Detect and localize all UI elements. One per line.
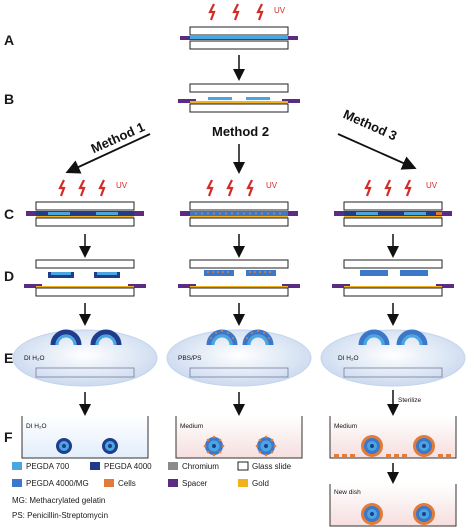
lightning-icon [98,179,106,197]
lightning-icon [364,179,372,197]
legend-swatch-pegda-4000-mg [12,479,22,487]
abbreviation-mg: MG: Methacrylated gelatin [12,496,105,505]
step-label-b: B [4,91,14,107]
legend-label-gold: Gold [252,479,269,488]
lightning-icon [58,179,66,197]
method-3-arrow [337,133,417,170]
assembly-a [180,26,298,50]
step-label-f: F [4,429,13,445]
solution-label-e1: DI H₂O [24,355,45,362]
lightning-icon [78,179,86,197]
legend-swatch-spacer [168,479,178,487]
legend-swatch-pegda-4000 [90,462,100,470]
sterilize-label: Sterilize [398,397,422,404]
assembly-c3 [334,201,452,227]
legend-swatch-chromium [168,462,178,470]
legend-label-pegda-4000-mg: PEGDA 4000/MG [26,479,89,488]
legend-label-pegda-700: PEGDA 700 [26,462,70,471]
lightning-icon [206,179,214,197]
lightning-icon [384,179,392,197]
assembly-d3 [332,259,454,297]
new-dish-label: New dish [334,489,361,496]
lightning-icon [226,179,234,197]
uv-lightning-group-a: UV [208,3,286,21]
legend-label-chromium: Chromium [182,462,219,471]
assembly-c2 [180,201,298,227]
assembly-d1 [24,259,146,297]
uv-label: UV [116,181,128,190]
uv-lightning-group-c2: UV [206,179,278,197]
uv-label: UV [266,181,278,190]
legend-swatch-pegda-700 [12,462,22,470]
lightning-icon [256,3,264,21]
legend-label-glass-slide: Glass slide [252,462,292,471]
bath-e2: PBS/PS [166,329,312,387]
step-label-e: E [4,350,13,366]
uv-lightning-group-c1: UV [58,179,128,197]
legend-swatch-cells [104,479,114,487]
step-label-a: A [4,32,14,48]
bath-e3: DI H₂O [320,329,466,387]
legend-swatch-glass-slide [237,461,249,471]
lightning-icon [208,3,216,21]
lightning-icon [246,179,254,197]
assembly-d2 [178,259,300,297]
legend-label-pegda-4000: PEGDA 4000 [104,462,152,471]
dish-f2: Medium [175,416,303,459]
solution-label-f1: DI H₂O [26,423,47,430]
solution-label-e2: PBS/PS [178,355,202,362]
solution-label-f3: Medium [334,423,357,430]
step-label-c: C [4,206,14,222]
dish-new: New dish [329,484,457,527]
solution-label-f2: Medium [180,423,203,430]
method-2-label: Method 2 [212,124,269,139]
legend-label-cells: Cells [118,479,136,488]
legend: PEGDA 700 PEGDA 4000 Chromium Glass slid… [12,461,292,520]
bath-e1: DI H₂O [12,329,158,387]
abbreviation-ps: PS: Penicillin-Streptomycin [12,511,108,520]
lightning-icon [404,179,412,197]
dish-f3: Medium [329,416,457,459]
assembly-b [178,83,300,113]
legend-swatch-gold [238,479,248,487]
method-1-arrow [65,133,151,174]
legend-label-spacer: Spacer [182,479,208,488]
method-1-label: Method 1 [89,119,147,156]
uv-label: UV [274,6,286,15]
solution-label-e3: DI H₂O [338,355,359,362]
dish-f1: DI H₂O [21,416,149,459]
step-label-d: D [4,268,14,284]
uv-label: UV [426,181,438,190]
assembly-c1 [26,201,144,227]
lightning-icon [232,3,240,21]
uv-lightning-group-c3: UV [364,179,438,197]
method-3-label: Method 3 [341,106,399,143]
